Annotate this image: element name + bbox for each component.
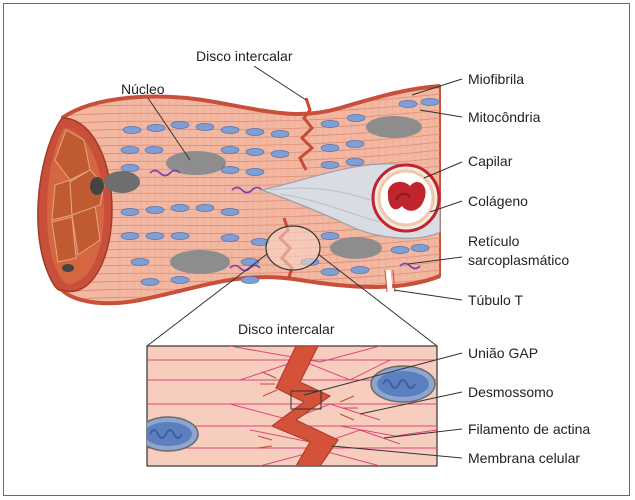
mitochondrion (321, 268, 339, 275)
cross-nucleus (62, 264, 74, 272)
label-disco-intercalar-inset: Disco intercalar (238, 321, 335, 337)
mitochondrion (221, 166, 239, 173)
mitochondrion (147, 124, 165, 131)
nucleus (366, 116, 422, 138)
mitochondrion (246, 148, 264, 155)
mitochondrion (196, 123, 214, 130)
label-nucleo: Núcleo (121, 81, 165, 97)
red-blood-cell (388, 182, 426, 211)
mitochondrion (171, 204, 189, 211)
label-disco-intercalar: Disco intercalar (196, 48, 293, 64)
label-mitocondria: Mitocôndria (468, 109, 541, 125)
nucleus (104, 171, 140, 193)
mitochondrion (196, 204, 214, 211)
mitochondrion (321, 161, 339, 168)
mitochondrion (246, 128, 264, 135)
mitochondrion (123, 126, 141, 133)
mitochondrion (171, 276, 189, 283)
mitochondrion (346, 140, 364, 147)
mitochondrion (121, 146, 139, 153)
label-capilar: Capilar (468, 153, 513, 169)
mitochondrion (141, 278, 159, 285)
mitochondrion (346, 158, 364, 165)
label-uniao-gap: União GAP (468, 345, 538, 361)
label-desmossomo: Desmossomo (468, 384, 554, 400)
label-miofibrila: Miofibrila (468, 71, 524, 87)
label-filamento-actina: Filamento de actina (468, 421, 590, 437)
mitochondrion (145, 146, 163, 153)
label-reticulo: Retículo (468, 233, 520, 249)
mitochondrion (246, 168, 264, 175)
mitochondrion (271, 130, 289, 137)
nucleus (170, 250, 230, 274)
mitochondrion (171, 121, 189, 128)
mitochondrion (146, 232, 164, 239)
mitochondrion (321, 144, 339, 151)
label-colageno: Colágeno (468, 193, 528, 209)
label-tubulo-t: Túbulo T (468, 292, 523, 308)
label-membrana-celular: Membrana celular (468, 450, 580, 466)
mitochondrion (347, 114, 365, 121)
mitochondrion (421, 98, 439, 105)
mitochondrion (391, 246, 409, 253)
mitochondrion (271, 150, 289, 157)
mitochondrion (171, 232, 189, 239)
mitochondrion (121, 232, 139, 239)
mitochondrion (221, 146, 239, 153)
mitochondrion (321, 232, 339, 239)
mitochondrion (221, 126, 239, 133)
mitochondrion (321, 120, 339, 127)
mitochondrion (241, 276, 259, 283)
nucleus (330, 237, 382, 259)
mitochondrion (221, 234, 239, 241)
cross-nucleus (90, 177, 104, 195)
mitochondrion (131, 258, 149, 265)
mitochondrion (411, 244, 429, 251)
mitochondrion (399, 100, 417, 107)
mitochondrion (351, 266, 369, 273)
mitochondrion (121, 208, 139, 215)
inset-panel (138, 346, 437, 466)
mitochondrion (221, 208, 239, 215)
nucleus (166, 151, 226, 175)
t-tubule (385, 270, 395, 292)
mitochondrion (146, 206, 164, 213)
label-sarcoplasmatico: sarcoplasmático (468, 252, 569, 268)
mitochondrion (121, 164, 139, 171)
